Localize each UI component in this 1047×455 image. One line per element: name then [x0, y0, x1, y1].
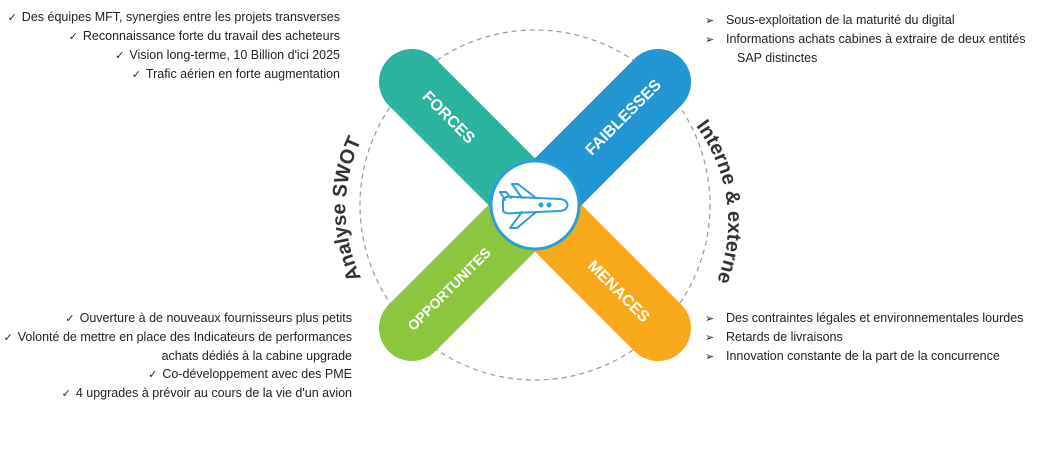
menaces-item: ➢Innovation constante de la part de la c… [705, 349, 1000, 363]
opportunites-item-text: Co-développement avec des PME [162, 367, 352, 381]
menaces-item-text: Innovation constante de la part de la co… [726, 349, 1000, 363]
check-icon: ✓ [131, 69, 141, 81]
check-icon: ✓ [3, 332, 13, 344]
opportunites-list: ✓ Ouverture à de nouveaux fournisseurs pl… [0, 309, 352, 403]
forces-item-text: Trafic aérien en forte augmentation [145, 67, 340, 81]
menaces-list: ➢Des contraintes légales et environnemen… [705, 309, 1037, 366]
menaces-item-text: Des contraintes légales et environnement… [726, 311, 1024, 325]
opportunites-item: ✓ Co-développement avec des PME [0, 365, 352, 384]
faiblesses-item-text: Informations achats cabines à extraire d… [726, 32, 1026, 65]
faiblesses-item-text: Sous-exploitation de la maturité du digi… [726, 13, 955, 27]
forces-item: ✓ Reconnaissance forte du travail des ach… [0, 27, 340, 46]
center-circle [489, 159, 581, 251]
opportunites-item: ✓ Volonté de mettre en place des Indicate… [0, 328, 352, 365]
dashed-circle [359, 29, 711, 381]
faiblesses-list: ➢Sous-exploitation de la maturité du dig… [705, 11, 1045, 67]
interne-externe-label: Interne & externe [692, 116, 745, 287]
analyse-swot-label: Analyse SWOT [329, 133, 366, 284]
opportunites-item-text: 4 upgrades à prévoir au cours de la vie … [75, 386, 352, 400]
faiblesses-item: ➢Sous-exploitation de la maturité du dig… [705, 13, 955, 27]
opportunites-item-text: Ouverture à de nouveaux fournisseurs plu… [79, 311, 352, 325]
opportunites-item: ✓ Ouverture à de nouveaux fournisseurs pl… [0, 309, 352, 328]
forces-item-text: Vision long-terme, 10 Billion d'ici 2025 [129, 48, 340, 62]
check-icon: ✓ [61, 388, 71, 400]
menaces-item-text: Retards de livraisons [726, 330, 843, 344]
opportunites-item-text: Volonté de mettre en place des Indicateu… [17, 330, 352, 363]
menaces-item: ➢Des contraintes légales et environnemen… [705, 311, 1024, 325]
check-icon: ✓ [68, 31, 78, 43]
forces-item-text: Reconnaissance forte du travail des ache… [82, 29, 340, 43]
check-icon: ✓ [65, 313, 75, 325]
check-icon: ✓ [115, 50, 125, 62]
forces-item-text: Des équipes MFT, synergies entre les pro… [21, 10, 340, 24]
forces-item: ✓ Trafic aérien en forte augmentation [0, 65, 340, 84]
forces-item: ✓ Vision long-terme, 10 Billion d'ici 202… [0, 46, 340, 65]
forces-item: ✓ Des équipes MFT, synergies entre les pr… [0, 8, 340, 27]
analyse-swot-text: Analyse SWOT [329, 133, 366, 284]
check-icon: ✓ [7, 12, 17, 24]
menaces-item: ➢Retards de livraisons [705, 330, 843, 344]
forces-list: ✓ Des équipes MFT, synergies entre les pr… [0, 8, 340, 84]
airplane-icon [499, 183, 569, 229]
interne-externe-text: Interne & externe [692, 116, 745, 287]
check-icon: ✓ [148, 369, 158, 381]
faiblesses-item: ➢Informations achats cabines à extraire … [705, 32, 1026, 65]
opportunites-item: ✓ 4 upgrades à prévoir au cours de la vie… [0, 384, 352, 403]
